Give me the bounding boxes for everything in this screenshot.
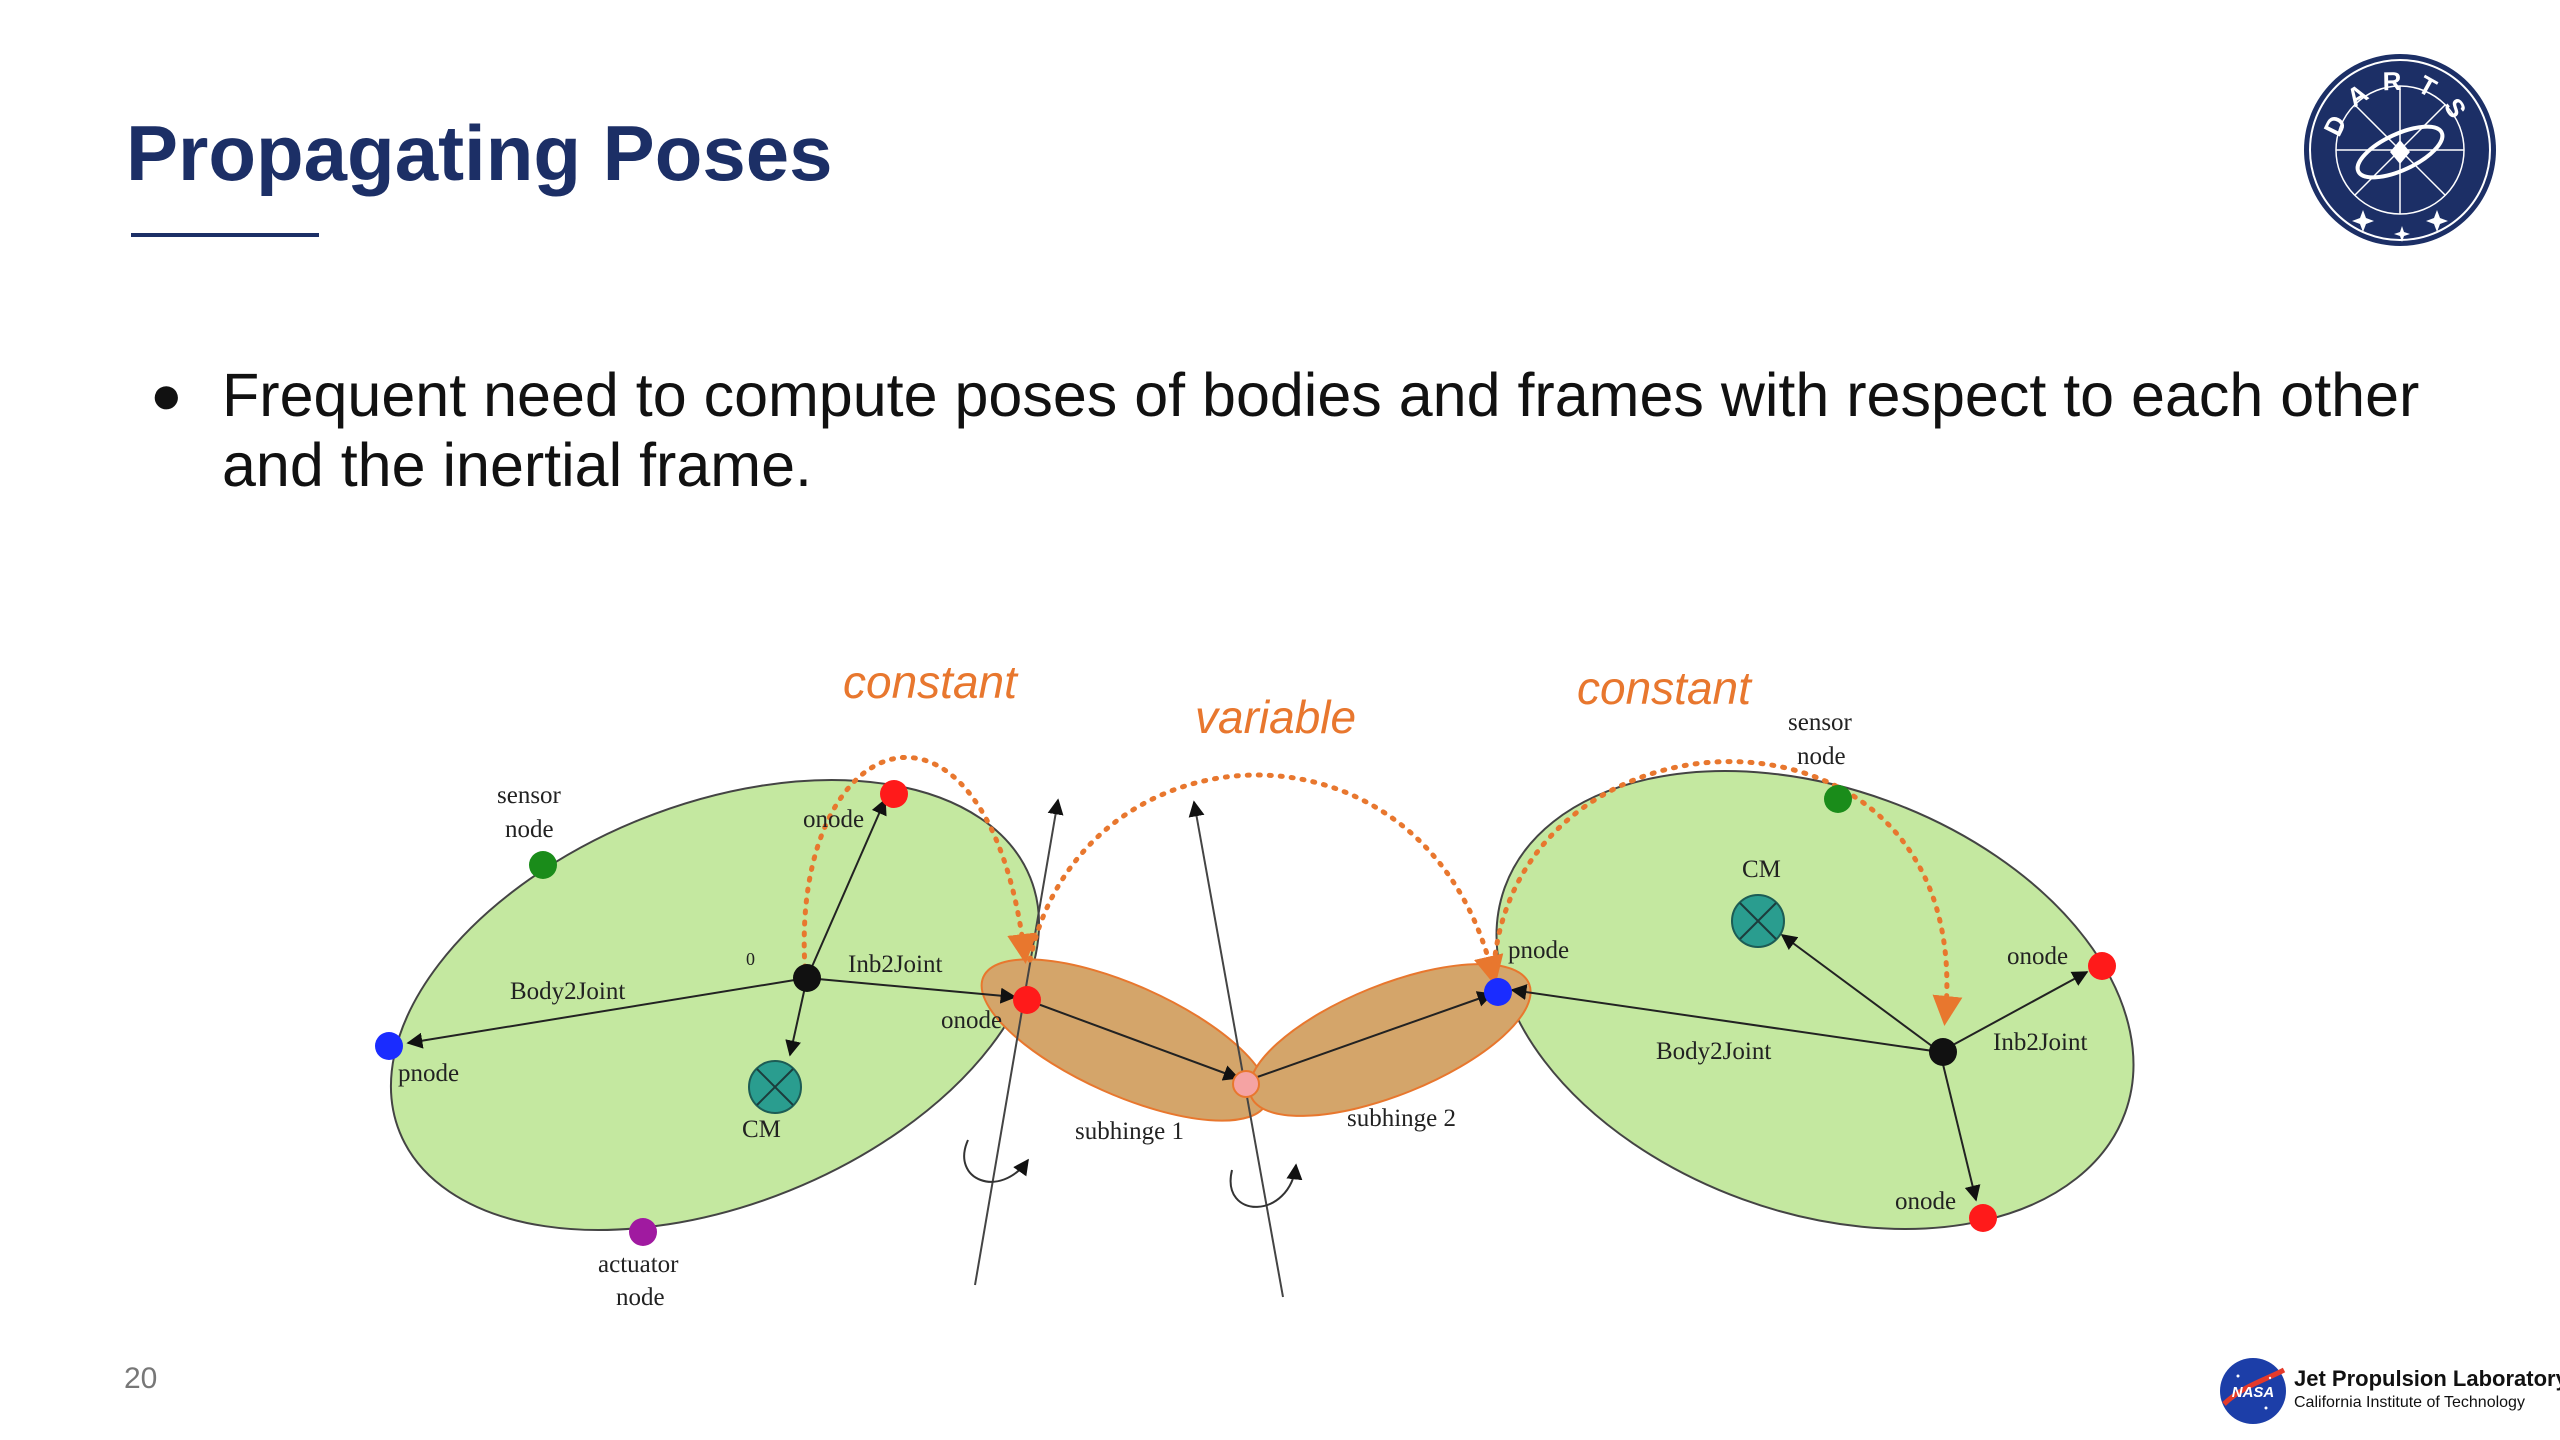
right-body-origin	[1929, 1038, 1957, 1066]
right-pnode	[1484, 978, 1512, 1006]
left-inb2joint-label: Inb2Joint	[848, 951, 943, 978]
left-body-ellipse	[389, 779, 1041, 1231]
right-sensor-label-2: node	[1797, 743, 1846, 770]
left-actuator-node	[629, 1218, 657, 1246]
right-sensor-label-1: sensor	[1788, 709, 1853, 736]
bullet-dot-icon: ●	[150, 365, 183, 425]
nasa-meatball-icon: NASA	[2220, 1358, 2286, 1424]
left-onode-top	[880, 780, 908, 808]
variable-label: variable	[1195, 691, 1356, 743]
left-onode-top-label: onode	[803, 806, 864, 833]
left-cm-icon	[748, 1060, 802, 1114]
jpl-subtitle: California Institute of Technology	[2294, 1394, 2525, 1411]
constant-arc-right	[1491, 759, 1963, 1026]
right-onode-bottom-label: onode	[1895, 1188, 1956, 1215]
rotation-arrow-2	[1229, 1163, 1303, 1208]
left-body2joint-label: Body2Joint	[510, 978, 625, 1005]
hinge-axis-2	[1188, 800, 1284, 1298]
left-actuator-label-1: actuator	[598, 1251, 679, 1278]
left-cm-label: CM	[742, 1116, 781, 1143]
left-sensor-node	[529, 851, 557, 879]
hinge-center-node	[1232, 1070, 1260, 1098]
left-zero-label: 0	[746, 949, 755, 969]
left-body-origin	[793, 964, 821, 992]
right-body-ellipse	[1495, 770, 2135, 1230]
slide-title: Propagating Poses	[126, 109, 833, 197]
title-underline	[131, 233, 319, 237]
right-sensor-node	[1824, 785, 1852, 813]
right-inb2joint-label: Inb2Joint	[1993, 1029, 2088, 1056]
right-onode-right-label: onode	[2007, 943, 2068, 970]
bullet-list: ● Frequent need to compute poses of bodi…	[140, 360, 2440, 500]
left-pnode-label: pnode	[398, 1060, 459, 1087]
hinge-axis-1	[974, 798, 1064, 1286]
subhinge-1-label: subhinge 1	[1075, 1118, 1184, 1145]
right-cm-icon	[1731, 894, 1785, 948]
bullet-item: ● Frequent need to compute poses of bodi…	[140, 360, 2440, 500]
jpl-title: Jet Propulsion Laboratory	[2294, 1366, 2560, 1391]
darts-logo: DARTS	[2304, 54, 2496, 246]
right-onode-right	[2088, 952, 2116, 980]
subhinge-2-label: subhinge 2	[1347, 1105, 1456, 1132]
right-pnode-label: pnode	[1508, 937, 1569, 964]
right-cm-label: CM	[1742, 856, 1781, 883]
left-onode-right-label: onode	[941, 1007, 1002, 1034]
left-sensor-label-1: sensor	[497, 782, 562, 809]
nasa-text: NASA	[2232, 1384, 2275, 1401]
right-onode-bottom	[1969, 1204, 1997, 1232]
right-body2joint-label: Body2Joint	[1656, 1038, 1771, 1065]
left-sensor-label-2: node	[505, 816, 554, 843]
rotation-arrow-1	[963, 1139, 1029, 1183]
constant-arc-left	[801, 754, 1038, 971]
jpl-logo: NASA Jet Propulsion Laboratory Californi…	[2218, 1356, 2560, 1428]
left-onode-right	[1013, 986, 1041, 1014]
page-number: 20	[124, 1362, 158, 1395]
bullet-text: Frequent need to compute poses of bodies…	[222, 361, 2420, 499]
variable-arc	[1027, 772, 1504, 986]
left-actuator-label-2: node	[616, 1284, 665, 1311]
left-pnode	[375, 1032, 403, 1060]
constant-label-left: constant	[843, 656, 1019, 708]
constant-label-right: constant	[1577, 662, 1753, 714]
